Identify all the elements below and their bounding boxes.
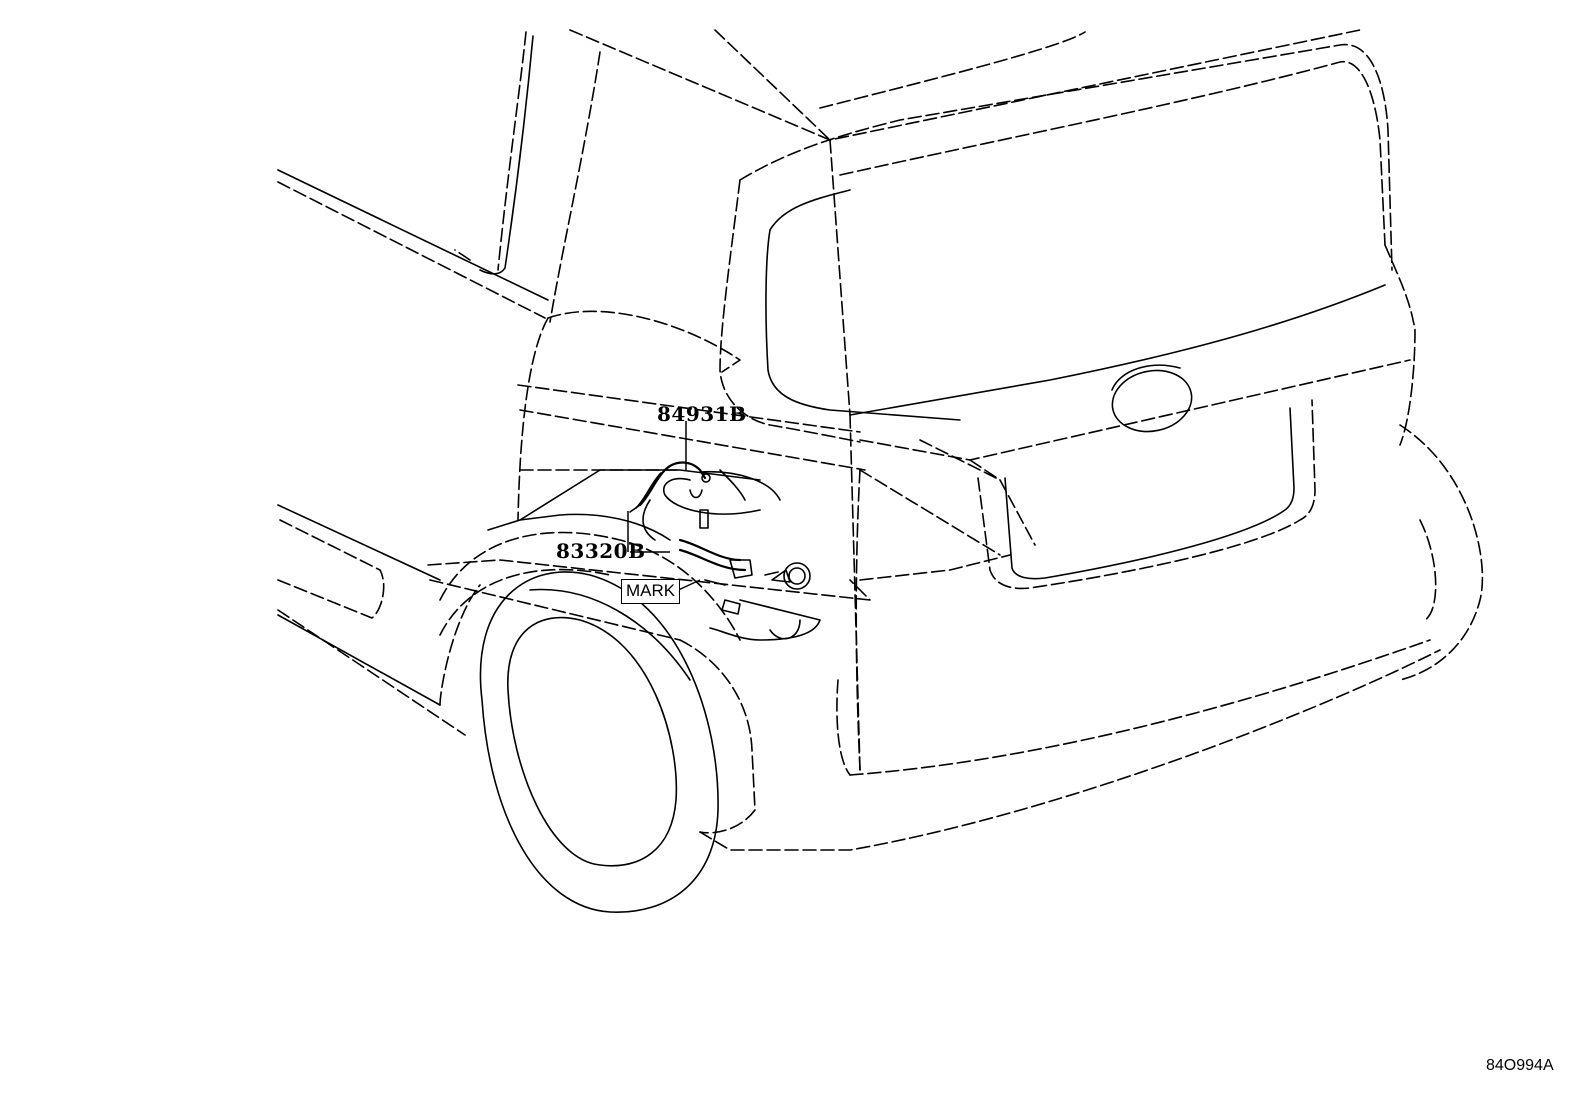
callout-84931B: 84931B <box>657 402 747 426</box>
roof-outline <box>479 29 1361 323</box>
tailgate <box>719 43 1416 771</box>
mark-callout-box: MARK <box>621 579 681 604</box>
rear-quarter <box>429 310 866 641</box>
rear-bumper <box>679 424 1484 851</box>
floor-pan <box>427 469 871 641</box>
leader-lines <box>627 421 701 593</box>
catalog-code: 84O994A <box>1486 1057 1554 1074</box>
callout-83320B: 83320B <box>556 539 646 563</box>
rear-tire <box>479 571 719 913</box>
fuel-pump-parts <box>629 461 811 615</box>
side-panel <box>277 169 549 736</box>
